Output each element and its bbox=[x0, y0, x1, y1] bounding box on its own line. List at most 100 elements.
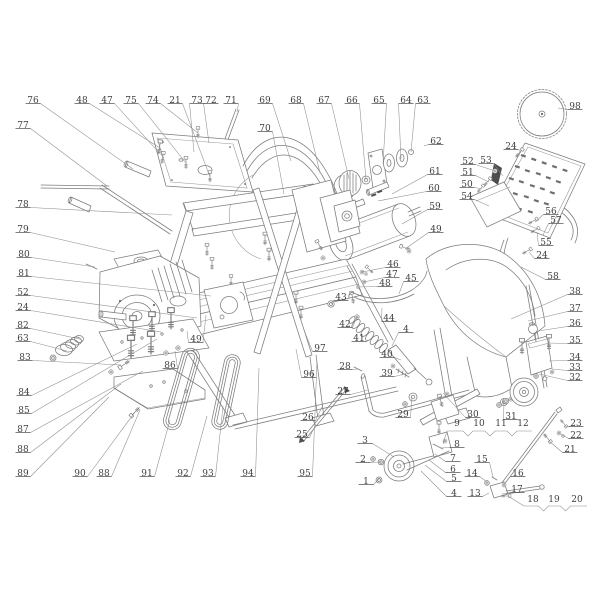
part-number-35: 35 bbox=[569, 336, 581, 346]
part-number-98: 98 bbox=[569, 102, 581, 112]
belt-guard bbox=[228, 137, 344, 260]
part-number-63: 63 bbox=[417, 96, 429, 106]
part-number-37: 37 bbox=[569, 304, 581, 314]
part-number-24: 24 bbox=[17, 303, 29, 313]
part-number-11: 11 bbox=[495, 419, 506, 429]
part-number-72: 72 bbox=[205, 96, 216, 106]
engine bbox=[98, 249, 210, 362]
blade-guard-plates bbox=[291, 179, 361, 261]
part-number-83: 83 bbox=[19, 353, 31, 363]
part-number-81: 81 bbox=[18, 269, 29, 279]
part-number-67: 67 bbox=[318, 96, 330, 106]
top-plate-assembly bbox=[40, 108, 254, 235]
part-number-65: 65 bbox=[373, 96, 385, 106]
part-number-73: 73 bbox=[191, 96, 203, 106]
part-number-38: 38 bbox=[569, 287, 581, 297]
jockey-wheel bbox=[370, 420, 453, 484]
part-number-52: 52 bbox=[462, 157, 473, 167]
part-number-79: 79 bbox=[17, 225, 29, 235]
clutch-plate-and-spring bbox=[49, 263, 254, 375]
part-number-5: 5 bbox=[451, 474, 457, 484]
part-number-96: 96 bbox=[303, 370, 315, 380]
part-number-92: 92 bbox=[177, 469, 188, 479]
part-number-59: 59 bbox=[429, 202, 441, 212]
part-number-39: 39 bbox=[381, 369, 393, 379]
part-number-61: 61 bbox=[429, 167, 440, 177]
rear-hood bbox=[348, 244, 548, 425]
part-number-95: 95 bbox=[299, 469, 311, 479]
part-number-55: 55 bbox=[540, 238, 552, 248]
part-number-32: 32 bbox=[569, 373, 580, 383]
part-number-74: 74 bbox=[147, 96, 159, 106]
part-number-21: 21 bbox=[564, 445, 575, 455]
mount-bracket bbox=[113, 330, 206, 419]
v-belts bbox=[163, 347, 241, 431]
part-number-54: 54 bbox=[461, 192, 473, 202]
part-number-89: 89 bbox=[17, 469, 29, 479]
part-number-49: 49 bbox=[430, 225, 442, 235]
part-number-40: 40 bbox=[381, 350, 393, 360]
part-number-47: 47 bbox=[101, 96, 113, 106]
part-number-4: 4 bbox=[403, 325, 409, 335]
part-number-20: 20 bbox=[571, 495, 583, 505]
part-number-64: 64 bbox=[400, 96, 412, 106]
part-number-48: 48 bbox=[76, 96, 88, 106]
part-number-45: 45 bbox=[405, 274, 417, 284]
part-number-84: 84 bbox=[18, 388, 30, 398]
part-number-68: 68 bbox=[290, 96, 302, 106]
part-number-22: 22 bbox=[570, 431, 581, 441]
part-number-18: 18 bbox=[527, 495, 539, 505]
part-number-91: 91 bbox=[141, 469, 152, 479]
part-number-60: 60 bbox=[428, 184, 440, 194]
part-number-24: 24 bbox=[505, 142, 517, 152]
part-number-10: 10 bbox=[473, 419, 485, 429]
part-number-34: 34 bbox=[569, 353, 581, 363]
part-number-76: 76 bbox=[27, 96, 39, 106]
part-number-93: 93 bbox=[202, 469, 214, 479]
part-number-53: 53 bbox=[480, 156, 492, 166]
part-number-23: 23 bbox=[570, 419, 582, 429]
part-number-80: 80 bbox=[18, 250, 30, 260]
part-number-66: 66 bbox=[346, 96, 358, 106]
part-number-46: 46 bbox=[387, 260, 399, 270]
part-number-33: 33 bbox=[569, 363, 581, 373]
part-number-36: 36 bbox=[569, 319, 581, 329]
part-number-86: 86 bbox=[164, 361, 176, 371]
part-number-57: 57 bbox=[550, 216, 562, 226]
part-number-8: 8 bbox=[454, 440, 460, 450]
part-number-31: 31 bbox=[505, 412, 516, 422]
part-number-13: 13 bbox=[469, 489, 481, 499]
part-number-15: 15 bbox=[476, 455, 488, 465]
part-number-49: 49 bbox=[190, 335, 202, 345]
part-number-17: 17 bbox=[511, 485, 523, 495]
part-number-14: 14 bbox=[466, 469, 478, 479]
part-number-63: 63 bbox=[17, 334, 29, 344]
part-number-56: 56 bbox=[545, 207, 557, 217]
part-number-85: 85 bbox=[18, 406, 30, 416]
part-number-29: 29 bbox=[397, 410, 409, 420]
part-number-16: 16 bbox=[512, 469, 524, 479]
saw-blade bbox=[517, 89, 567, 139]
part-number-24: 24 bbox=[536, 251, 548, 261]
part-number-88: 88 bbox=[17, 445, 29, 455]
part-number-47: 47 bbox=[386, 270, 398, 280]
part-number-69: 69 bbox=[259, 96, 271, 106]
part-number-50: 50 bbox=[461, 180, 473, 190]
part-number-7: 7 bbox=[450, 454, 456, 464]
part-number-41: 41 bbox=[353, 334, 364, 344]
part-number-9: 9 bbox=[454, 419, 460, 429]
part-number-44: 44 bbox=[383, 314, 395, 324]
part-number-51: 51 bbox=[462, 168, 473, 178]
part-number-70: 70 bbox=[259, 124, 271, 134]
part-number-90: 90 bbox=[74, 469, 86, 479]
tow-frame bbox=[299, 373, 514, 443]
part-number-94: 94 bbox=[242, 469, 254, 479]
part-number-28: 28 bbox=[339, 362, 351, 372]
rolling-table bbox=[469, 142, 586, 298]
part-number-62: 62 bbox=[430, 137, 441, 147]
part-number-4: 4 bbox=[451, 489, 457, 499]
part-number-26: 26 bbox=[302, 413, 314, 423]
part-number-3: 3 bbox=[362, 436, 368, 446]
